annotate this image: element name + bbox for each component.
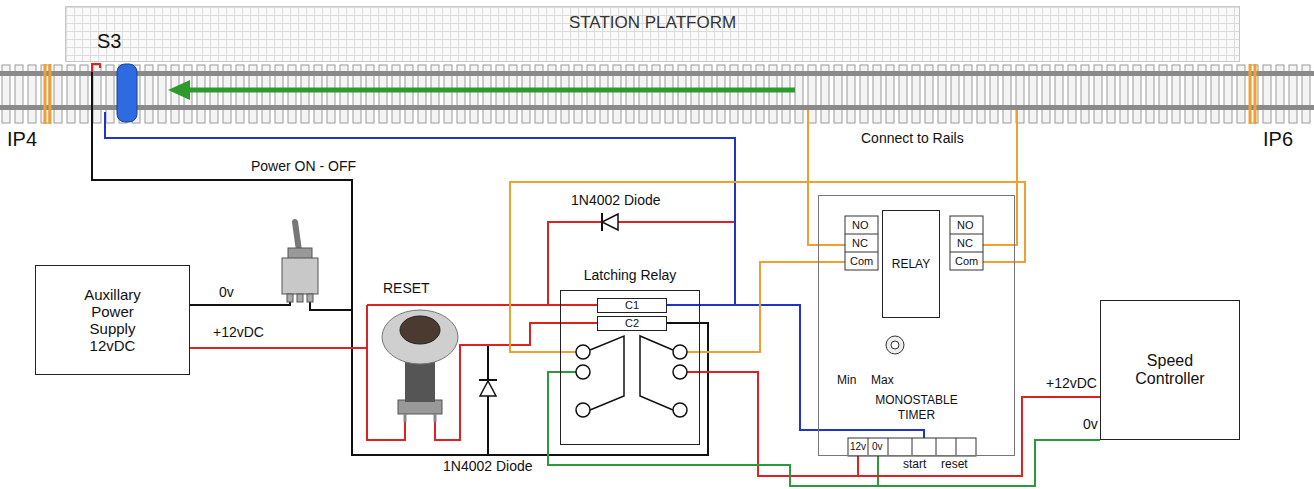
sensor-lead [92, 64, 100, 72]
direction-arrow [168, 80, 795, 100]
wiring-label: RESET [382, 280, 431, 296]
node-text: Speed Controller [1120, 352, 1220, 388]
wiring-label: Com [849, 255, 874, 268]
rail [0, 105, 1314, 110]
wiring-label: +12vDC [1045, 375, 1098, 391]
speed-controller-box: Speed Controller [1100, 300, 1240, 440]
wiring-label: 1N4002 Diode [570, 192, 662, 208]
wiring-label: IP4 [6, 128, 38, 151]
node-text: Latching Relay [561, 267, 699, 283]
wiring-label: reset [940, 458, 969, 472]
relay-contacts [576, 336, 687, 417]
s3-sensor [117, 64, 137, 122]
wiring-label: start [902, 458, 927, 472]
wires [92, 72, 1025, 486]
node-text: Auxillary Power Supply 12vDC [68, 286, 158, 354]
node-text: MONOSTABLE TIMER [862, 393, 972, 423]
wire-connector [548, 372, 1100, 486]
node-text: RELAY [892, 257, 930, 271]
wiring-label: IP6 [1262, 128, 1294, 151]
wiring-label: NO [956, 219, 975, 232]
reset-button [382, 310, 458, 422]
wiring-label: NC [851, 237, 869, 250]
toggle-switch [282, 222, 318, 302]
wiring-label: 12v [849, 441, 867, 453]
timer-knob [886, 336, 904, 354]
wiring-label: Power ON - OFF [250, 158, 357, 174]
wiring-label: S3 [96, 30, 122, 53]
wiring-label: Com [954, 255, 979, 268]
relay-module: RELAY [882, 210, 940, 318]
relay-coil: C2 [597, 316, 667, 331]
node-text: STATION PLATFORM [569, 13, 736, 33]
wiring-label: Max [870, 374, 895, 388]
insulated-joint [45, 64, 1255, 124]
wiring-label: 0v [1082, 416, 1099, 432]
node-text: C2 [625, 318, 639, 329]
wiring-label: NO [851, 219, 870, 232]
wire-connector [700, 262, 818, 352]
wiring-label: 0v [218, 284, 235, 300]
wiring-label: 1N4002 Diode [442, 458, 534, 474]
wiring-label: Connect to Rails [860, 130, 965, 146]
terminal-strip [848, 438, 976, 456]
latching-relay-box: Latching RelayC1C2 [560, 290, 700, 445]
power-supply-box: Auxillary Power Supply 12vDC [35, 265, 190, 375]
wiring-label: +12vDC [212, 324, 265, 340]
wiring-label: Min [836, 374, 857, 388]
node-text: C1 [625, 300, 639, 311]
timer-board: MONOSTABLE TIMER RELAY [818, 195, 1015, 456]
wiring-label: NC [956, 237, 974, 250]
wiring-label: 0v [871, 441, 884, 453]
platform-band: STATION PLATFORM [65, 6, 1240, 62]
relay-coil: C1 [597, 298, 667, 313]
rail [0, 71, 1314, 76]
wire-connector [700, 372, 1100, 476]
